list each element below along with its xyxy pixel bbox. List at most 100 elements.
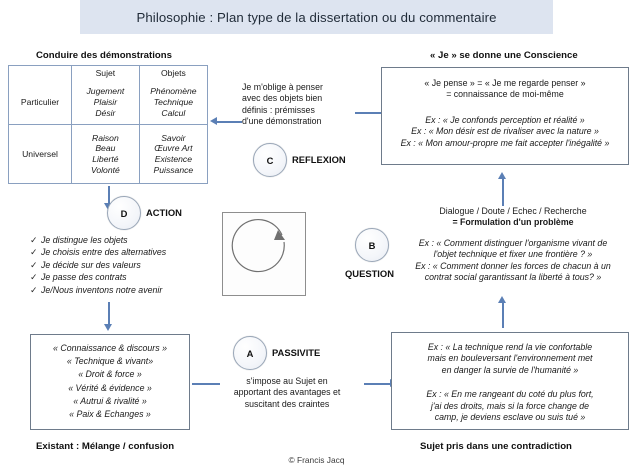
- cell-particulier-sujet: Jugement Plaisir Désir: [71, 80, 140, 125]
- node-letter: A: [246, 347, 254, 359]
- contradiction-line: mais en bouleversant l'environnement met: [427, 353, 593, 364]
- caption-je-conscience: « Je » se donne une Conscience: [430, 50, 578, 61]
- check-icon: ✓: [30, 259, 38, 270]
- arrow-shaft: [107, 302, 110, 325]
- contradiction-box: Ex : « La technique rend la vie conforta…: [391, 332, 629, 430]
- cell-line: Désir: [95, 107, 116, 118]
- conscience-example: Ex : « Je confonds perception et réalité…: [425, 114, 585, 125]
- reflexion-line: d'une démonstration: [242, 116, 322, 127]
- title-banner: Philosophie : Plan type de la dissertati…: [80, 0, 553, 34]
- arrow-reflexion-to-table: [210, 117, 242, 126]
- arrow-head-up-icon: [498, 172, 506, 179]
- list-item: ✓Je choisis entre des alternatives: [30, 246, 220, 258]
- arrow-action-to-existant: [104, 302, 113, 332]
- column-header-sujet: Sujet: [71, 66, 140, 81]
- check-icon: ✓: [30, 235, 38, 245]
- conscience-example: Ex : « Mon désir est de rivaliser avec l…: [411, 126, 599, 137]
- list-item: ✓Je/Nous inventons notre avenir: [30, 284, 220, 296]
- arrow-shaft: [501, 302, 504, 328]
- existant-item: « Connaissance & discours »: [53, 343, 167, 353]
- table-row: Particulier Jugement Plaisir Désir Phéno…: [9, 80, 207, 125]
- cell-line: Existence: [154, 153, 192, 164]
- conscience-definition: « Je pense » = « Je me regarde penser » …: [382, 78, 628, 101]
- contradiction-line: camp, je deviens esclave ou suis tué »: [434, 412, 586, 423]
- quadrant-table: Sujet Objets Particulier Jugement Plaisi…: [8, 65, 208, 184]
- list-item-label: Je décide sur des valeurs: [41, 259, 141, 270]
- arrow-shaft: [216, 120, 242, 123]
- cell-line: Beau: [95, 143, 116, 154]
- cell-universel-sujet: Raison Beau Liberté Volonté: [71, 123, 140, 183]
- cycle-icon: [222, 212, 306, 296]
- cell-line: Volonté: [90, 164, 120, 175]
- question-example-line: contrat social garantissant la liberté à…: [424, 272, 602, 283]
- existant-box: « Connaissance & discours » « Technique …: [30, 334, 190, 430]
- node-circle-b[interactable]: B: [355, 228, 389, 262]
- conscience-line: = connaissance de moi-même: [446, 89, 564, 100]
- cell-line: Phénomène: [150, 86, 197, 97]
- reflexion-line: Je m'oblige à penser: [242, 82, 323, 92]
- question-heading-line: Dialogue / Doute / Echec / Recherche: [439, 206, 587, 216]
- node-letter: C: [266, 154, 274, 166]
- contradiction-example-2: Ex : « En me rangeant du coté du plus fo…: [392, 389, 628, 423]
- arrow-shaft: [501, 178, 504, 206]
- question-examples: Ex : « Comment distinguer l'organisme vi…: [396, 238, 630, 284]
- list-item-label: Je choisis entre des alternatives: [41, 247, 167, 258]
- existant-item: « Technique & vivant»: [66, 356, 154, 367]
- cell-line: Savoir: [161, 132, 186, 143]
- check-icon: ✓: [30, 247, 38, 258]
- node-circle-d[interactable]: D: [107, 196, 141, 230]
- caption-conduire-demonstrations: Conduire des démonstrations: [36, 50, 172, 61]
- node-label-question: QUESTION: [345, 268, 394, 279]
- caption-sujet-contradiction: Sujet pris dans une contradiction: [420, 441, 572, 452]
- node-circle-a[interactable]: A: [233, 336, 267, 370]
- check-icon: ✓: [30, 284, 38, 295]
- cell-line: Puissance: [153, 164, 194, 175]
- arrow-head-down-icon: [104, 324, 112, 331]
- contradiction-line: en danger la survie de l'humanité »: [441, 364, 579, 375]
- node-circle-c[interactable]: C: [253, 143, 287, 177]
- reflexion-text: Je m'oblige à penser avec des objets bie…: [242, 82, 354, 128]
- row-header-particulier: Particulier: [20, 96, 60, 107]
- list-item: ✓Je décide sur des valeurs: [30, 259, 220, 271]
- node-label-passivite: PASSIVITE: [272, 347, 321, 358]
- cell-line: Jugement: [86, 86, 125, 97]
- existant-item: « Paix & Echanges »: [69, 409, 151, 420]
- arrow-shaft: [107, 186, 110, 204]
- cell-particulier-objets: Phénomène Technique Calcul: [138, 80, 207, 125]
- connector-existant-to-passivite: [192, 383, 220, 385]
- existant-item: « Droit & force »: [78, 369, 142, 380]
- conscience-examples: Ex : « Je confonds perception et réalité…: [382, 115, 628, 149]
- table-row: Universel Raison Beau Liberté Volonté Sa…: [9, 123, 207, 183]
- cell-line: Technique: [153, 96, 194, 107]
- cell-line: Calcul: [161, 107, 186, 118]
- caption-existant-melange: Existant : Mélange / confusion: [36, 441, 175, 452]
- row-header-universel: Universel: [9, 123, 72, 183]
- cycle-square-frame: [222, 212, 306, 296]
- contradiction-line: Ex : « La technique rend la vie conforta…: [427, 342, 593, 352]
- question-heading: Dialogue / Doute / Echec / Recherche = F…: [396, 206, 630, 229]
- existant-list: « Connaissance & discours » « Technique …: [31, 342, 189, 421]
- column-header-objets: Objets: [138, 66, 207, 81]
- cell-line: Raison: [91, 132, 119, 143]
- action-checklist: ✓Je distingue les objets ✓Je choisis ent…: [30, 234, 220, 296]
- arrow-head-left-icon: [210, 117, 217, 125]
- passivite-line: s'impose au Sujet en: [246, 376, 328, 386]
- cell-line: Liberté: [92, 153, 119, 164]
- check-icon: ✓: [30, 272, 38, 283]
- existant-item: « Autrui & rivalité »: [73, 395, 147, 406]
- list-item-label: Je distingue les objets: [41, 235, 128, 245]
- contradiction-example-1: Ex : « La technique rend la vie conforta…: [392, 342, 628, 376]
- reflexion-line: définis : prémisses: [242, 104, 315, 115]
- node-letter: B: [368, 239, 376, 251]
- question-example-line: Ex : « Comment donner les forces de chac…: [415, 260, 611, 271]
- footer-credit: © Francis Jacq: [288, 455, 345, 465]
- arrow-shaft: [364, 382, 391, 385]
- cell-universel-objets: Savoir Œuvre Art Existence Puissance: [138, 123, 207, 183]
- arrow-question-to-conscience: [498, 172, 507, 206]
- conscience-example: Ex : « Mon amour-propre me fait accepter…: [400, 137, 610, 148]
- reflexion-line: avec des objets bien: [242, 93, 323, 104]
- list-item-label: Je/Nous inventons notre avenir: [41, 284, 163, 295]
- cell-line: Œuvre Art: [154, 143, 193, 154]
- question-example-line: Ex : « Comment distinguer l'organisme vi…: [418, 238, 608, 248]
